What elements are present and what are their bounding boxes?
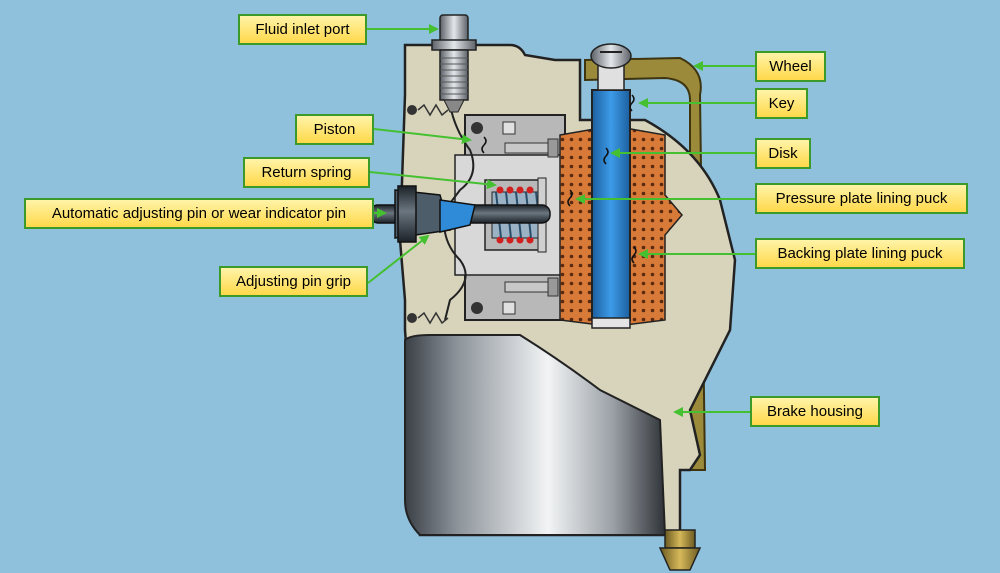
label-adjusting-pin: Automatic adjusting pin or wear indicato… xyxy=(24,198,374,229)
break-symbols xyxy=(481,94,637,264)
label-piston: Piston xyxy=(295,114,374,145)
bottom-bolt xyxy=(658,529,702,571)
label-fluid-inlet-port: Fluid inlet port xyxy=(238,14,367,45)
disk-rim xyxy=(591,317,631,329)
label-adjusting-pin-grip: Adjusting pin grip xyxy=(219,266,368,297)
leader-adjusting-pin-grip xyxy=(367,234,430,284)
label-return-spring: Return spring xyxy=(243,157,370,188)
label-pressure-plate-lining-puck: Pressure plate lining puck xyxy=(755,183,968,214)
seals xyxy=(407,105,516,323)
backing-plate-lining xyxy=(624,127,683,326)
label-disk: Disk xyxy=(755,138,811,169)
label-wheel: Wheel xyxy=(755,51,826,82)
disk-body xyxy=(591,89,631,321)
spring-seal-top xyxy=(417,103,449,117)
spring-seal-bottom xyxy=(417,311,449,325)
leader-piston xyxy=(373,128,472,145)
key-screw xyxy=(590,43,632,91)
adjusting-pin xyxy=(369,185,551,243)
label-backing-plate-lining-puck: Backing plate lining puck xyxy=(755,238,965,269)
housing-cylinder xyxy=(404,334,667,536)
bolts xyxy=(504,138,559,297)
label-brake-housing: Brake housing xyxy=(750,396,880,427)
label-key: Key xyxy=(755,88,808,119)
leader-return-spring xyxy=(369,171,497,190)
fluid-inlet-fitting xyxy=(431,14,477,113)
leader-lines xyxy=(367,24,755,417)
